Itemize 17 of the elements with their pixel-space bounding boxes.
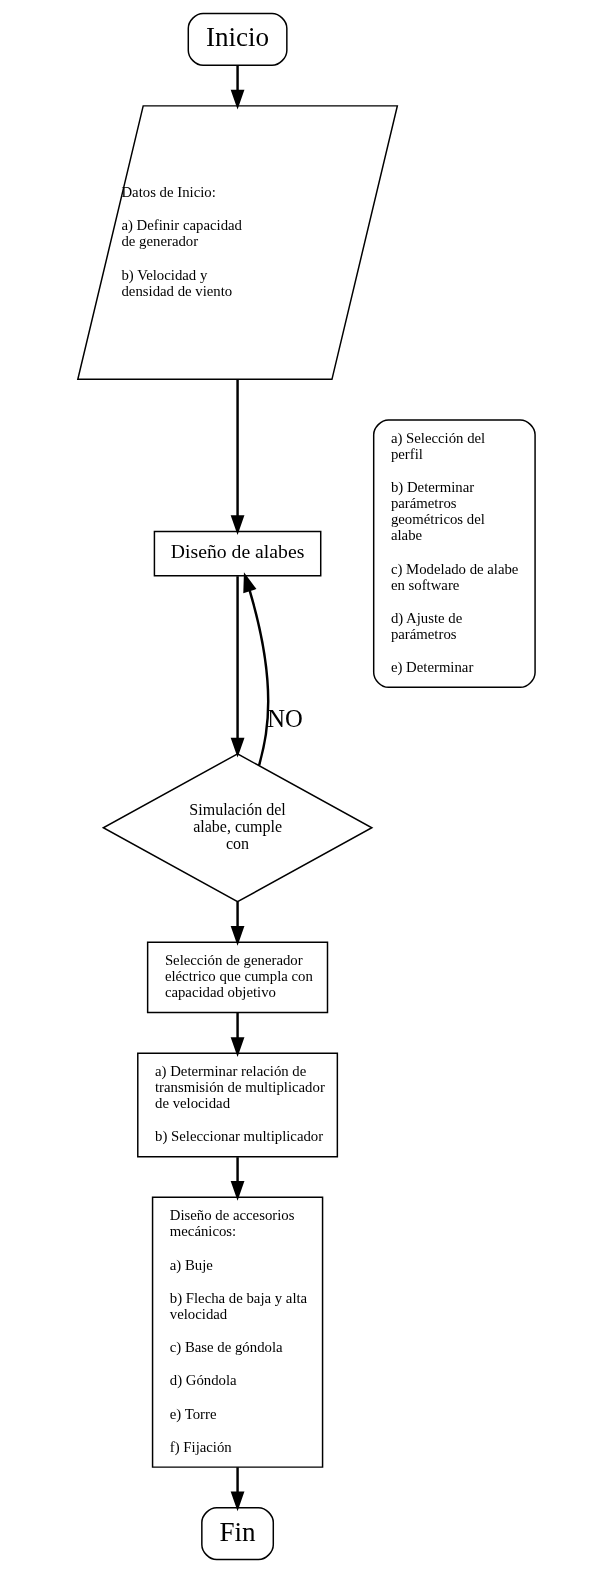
node-box: Fin — [201, 1507, 275, 1561]
node-box: a) Selección del perfil b) Determinar parámetros geométricos del alabe c) Modelado de alabe en software d) Ajuste de parámetros e) Determinar — [372, 419, 536, 689]
node-box: Selección de generador eléctrico que cumpla con capacidad objetivo — [146, 941, 329, 1014]
arrow — [243, 572, 270, 766]
node-box: a) Determinar relación de transmisión de multiplicador de velocidad b) Seleccionar multiplicador — [137, 1052, 339, 1158]
node-box: Diseño de alabes — [153, 530, 322, 577]
arrow — [230, 901, 245, 946]
arrow — [230, 379, 245, 535]
arrow — [230, 65, 245, 110]
node-box: Inicio — [187, 12, 288, 66]
arrow — [230, 1157, 245, 1201]
arrow — [230, 1012, 245, 1057]
arrow — [230, 1467, 245, 1512]
node-box: Diseño de accesorios mecánicos: a) Buje b) Flecha de baja y alta velocidad c) Base de góndola d) Góndola e) Torre f) Fijación — [151, 1196, 324, 1468]
node-diamond: Simulación del alabe, cumple con — [101, 753, 374, 903]
edge-label: NO — [267, 704, 303, 732]
arrow — [230, 576, 245, 758]
